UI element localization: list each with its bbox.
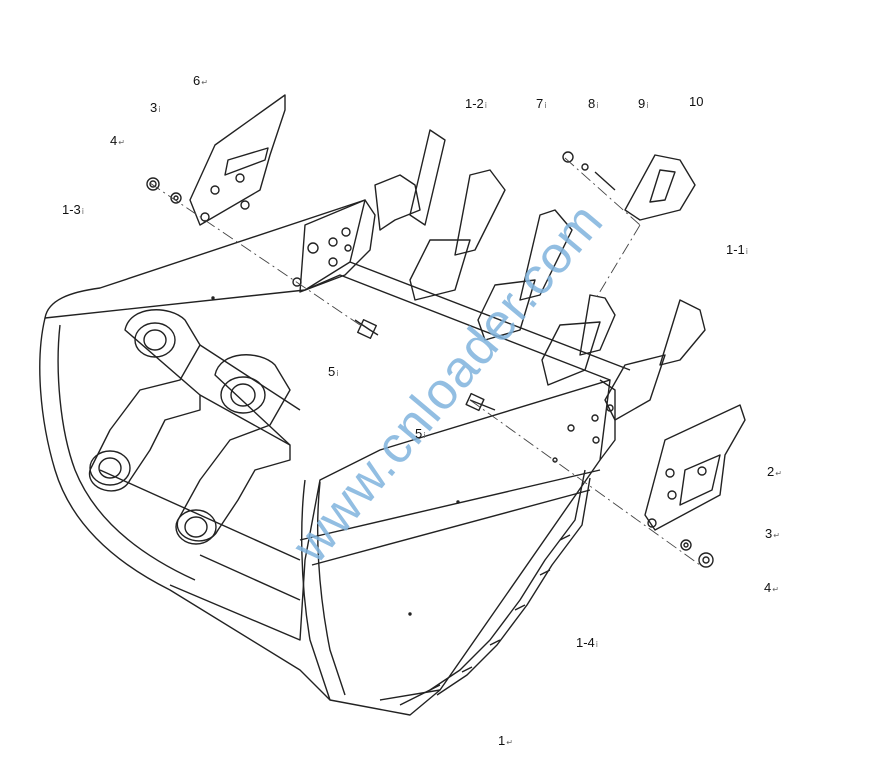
callout-6: 6↵ (193, 74, 208, 90)
callout-2-right: 2↵ (767, 465, 782, 481)
return-mark: ↵ (201, 78, 208, 87)
callout-8: 8ⅰ (588, 97, 598, 113)
return-mark: ↵ (506, 738, 513, 747)
tooth-adapters (374, 129, 706, 421)
callout-number: 5 (328, 364, 336, 379)
callout-5-upper: 5ⅰ (328, 365, 338, 381)
callout-10: 10 (689, 95, 704, 111)
return-mark: ⅰ (484, 101, 488, 110)
callout-1-2: 1-2ⅰ (465, 97, 487, 113)
detached-tooth (624, 154, 696, 221)
callout-number: 4 (764, 580, 772, 595)
callout-number: 10 (689, 94, 704, 109)
callout-number: 9 (638, 96, 646, 111)
callout-1-4: 1-4ⅰ (576, 636, 598, 652)
fasteners (146, 151, 714, 568)
return-mark: ⅰ (423, 431, 426, 440)
callout-5-lower: 5ⅰ (415, 427, 425, 443)
return-mark: ⅰ (336, 369, 339, 378)
side-cutter-right (644, 404, 746, 531)
callout-number: 6 (193, 73, 201, 88)
bucket-shell (39, 199, 631, 716)
return-mark: ↵ (772, 585, 779, 594)
side-cutter-left (189, 94, 286, 226)
return-mark: ⅰ (596, 101, 599, 110)
callout-1-1: 1-1ⅰ (726, 243, 748, 259)
callout-number: 7 (536, 96, 544, 111)
return-mark: ⅰ (544, 101, 547, 110)
callout-number: 5 (415, 426, 423, 441)
center-lines (149, 157, 701, 566)
return-mark: ↵ (118, 138, 125, 147)
callout-number: 4 (110, 133, 118, 148)
callout-number: 1-2 (465, 96, 484, 111)
callout-number: 2 (767, 464, 775, 479)
callout-number: 3 (150, 100, 158, 115)
return-mark: ⅰ (646, 101, 649, 110)
return-mark: ↵ (775, 469, 782, 478)
return-mark: ⅰ (158, 105, 161, 114)
callout-number: 1 (498, 733, 506, 748)
callout-7: 7ⅰ (536, 97, 546, 113)
callout-number: 1-3 (62, 202, 81, 217)
callout-1: 1↵ (498, 734, 513, 750)
side-plate-right (552, 379, 616, 463)
callout-3-right: 3↵ (765, 527, 780, 543)
callout-number: 1-1 (726, 242, 745, 257)
side-plate-left (292, 199, 376, 293)
callout-9: 9ⅰ (638, 97, 648, 113)
callout-number: 1-4 (576, 635, 595, 650)
callout-4-right: 4↵ (764, 581, 779, 597)
return-mark: ⅰ (745, 247, 749, 256)
callout-3-top: 3ⅰ (150, 101, 160, 117)
callout-1-3: 1-3ⅰ (62, 203, 84, 219)
return-mark: ↵ (773, 531, 780, 540)
return-mark: ⅰ (81, 207, 85, 216)
mounting-lugs (89, 309, 301, 545)
callout-4-top: 4↵ (110, 134, 125, 150)
callout-number: 8 (588, 96, 596, 111)
callout-number: 3 (765, 526, 773, 541)
return-mark: ⅰ (595, 640, 599, 649)
